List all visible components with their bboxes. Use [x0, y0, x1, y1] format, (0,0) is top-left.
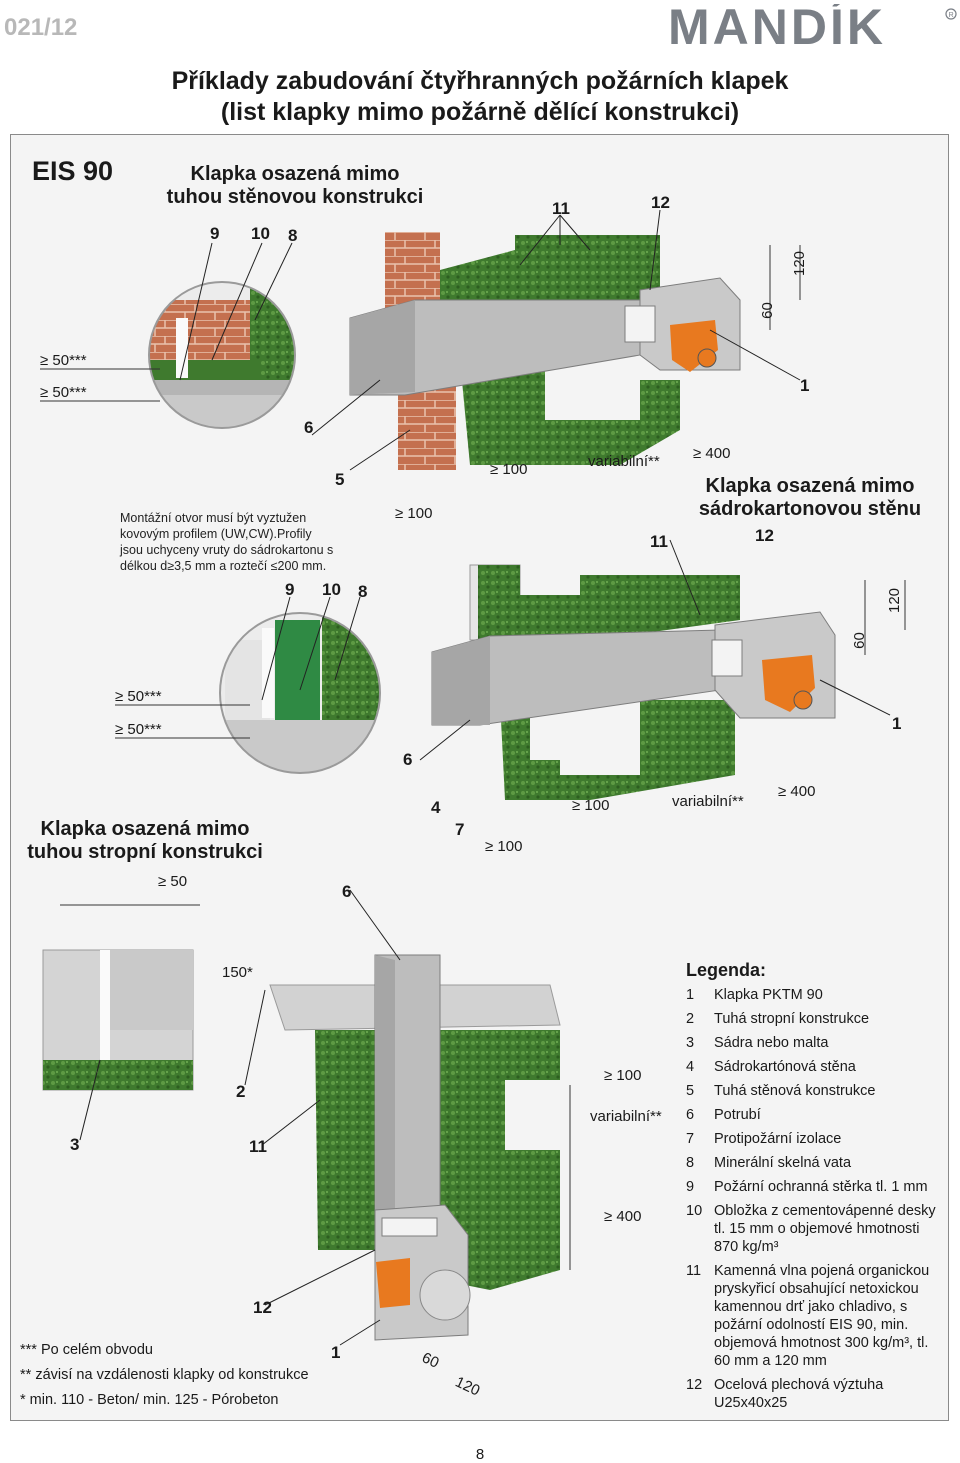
- title-line-2: (list klapky mimo požárně dělící konstru…: [220, 98, 740, 126]
- plaster-dim-60: 60: [850, 632, 868, 649]
- brand-logo: MANDÍK R: [668, 4, 957, 50]
- plaster-label-9: 9: [285, 580, 295, 599]
- footnote-2: ** závisí na vzdálenosti klapky od konst…: [20, 1367, 309, 1383]
- wall-label-1: 1: [800, 376, 810, 395]
- ceiling-detail-rect: [42, 949, 194, 1091]
- plaster-label-7: 7: [455, 820, 465, 839]
- plaster-label-8: 8: [358, 582, 368, 601]
- wall-dim-100-a: ≥ 100: [490, 461, 528, 478]
- fire-insulation-plaster-top: [520, 575, 740, 650]
- plaster-dim-50-b: ≥ 50***: [115, 721, 162, 738]
- plaster-dim-120: 120: [886, 587, 904, 614]
- plaster-dim-100-a: ≥ 100: [572, 797, 610, 814]
- wall-label-11: 11: [552, 199, 570, 218]
- legend-title: Legenda:: [686, 960, 767, 980]
- fire-insulation-bottom: [460, 360, 680, 465]
- plaster-label-11: 11: [650, 532, 668, 551]
- plaster-detail-circle: [219, 612, 381, 774]
- page-number: 8: [475, 1446, 485, 1463]
- footnotes: *** Po celém obvodu ** závisí na vzdálen…: [20, 1338, 309, 1413]
- wall-label-9: 9: [210, 224, 220, 243]
- ceiling-installation-drawing: [269, 954, 561, 1341]
- wall-section-title: Klapka osazená mimo tuhou stěnovou konst…: [166, 163, 424, 208]
- plaster-dim-variable: variabilní**: [672, 793, 744, 810]
- footnote-1: *** Po celém obvodu: [20, 1342, 153, 1358]
- fire-insulation-ceiling-right: [440, 1030, 560, 1290]
- fire-insulation-top: [440, 235, 660, 310]
- plaster-label-6: 6: [403, 750, 413, 769]
- ceiling-label-12: 12: [253, 1298, 272, 1317]
- plaster-label-10: 10: [322, 580, 341, 599]
- svg-text:R: R: [949, 12, 954, 19]
- fire-insulation-ceiling-left: [315, 1030, 375, 1250]
- ceiling-label-11: 11: [249, 1137, 267, 1156]
- wall-label-12: 12: [651, 193, 670, 212]
- wall-dim-60: 60: [758, 302, 776, 319]
- leader-lines: [79, 209, 891, 1346]
- fire-rating: EIS 90: [32, 156, 114, 186]
- wall-label-5: 5: [335, 470, 345, 489]
- ceiling-dim-150: 150*: [222, 964, 253, 981]
- ceiling-section-title: Klapka osazená mimo tuhou stropní konstr…: [27, 818, 263, 863]
- wall-label-10: 10: [251, 224, 270, 243]
- ceiling-dim-variable: variabilní**: [590, 1108, 662, 1125]
- page-title: Příklady zabudování čtyřhranných požární…: [0, 66, 960, 128]
- wall-label-8: 8: [288, 226, 298, 245]
- wall-detail-circle: [148, 281, 296, 429]
- plaster-label-1: 1: [892, 714, 902, 733]
- wall-dim-400: ≥ 400: [693, 445, 731, 462]
- svg-text:MANDÍK: MANDÍK: [668, 4, 886, 50]
- wall-dim-variable: variabilní**: [588, 453, 660, 470]
- plaster-dim-400: ≥ 400: [778, 783, 816, 800]
- ceiling-label-3: 3: [70, 1135, 80, 1154]
- mounting-note: Montážní otvor musí být vyztužen kovovým…: [120, 511, 334, 573]
- plaster-section-title: Klapka osazená mimo sádrokartonovou stěn…: [698, 475, 922, 520]
- ceiling-dim-50: ≥ 50: [158, 873, 188, 890]
- plaster-dim-50-a: ≥ 50***: [115, 688, 162, 705]
- title-line-1: Příklady zabudování čtyřhranných požární…: [171, 67, 789, 95]
- ceiling-label-2: 2: [236, 1082, 246, 1101]
- footnote-3: * min. 110 - Beton/ min. 125 - Pórobeton: [20, 1392, 279, 1408]
- wall-dim-100-b: ≥ 100: [395, 505, 433, 522]
- page-code: 021/12: [4, 14, 78, 41]
- plaster-label-12: 12: [755, 526, 774, 545]
- ceiling-label-6: 6: [342, 882, 352, 901]
- plaster-installation-drawing: [431, 564, 836, 800]
- wall-label-6: 6: [304, 418, 314, 437]
- wall-dim-120: 120: [791, 250, 809, 277]
- plaster-dim-100-b: ≥ 100: [485, 838, 523, 855]
- wall-dim-50-a: ≥ 50***: [40, 352, 87, 369]
- wall-installation-drawing: [349, 232, 741, 470]
- plaster-label-4: 4: [431, 798, 441, 817]
- actuator-ceiling: [376, 1258, 410, 1308]
- wall-dim-50-b: ≥ 50***: [40, 384, 87, 401]
- fire-insulation-plaster-bottom: [500, 700, 735, 800]
- ceiling-dim-100: ≥ 100: [604, 1067, 642, 1084]
- ceiling-label-1: 1: [331, 1343, 341, 1362]
- ceiling-dim-400: ≥ 400: [604, 1208, 642, 1225]
- dimension-lines: [40, 245, 906, 1270]
